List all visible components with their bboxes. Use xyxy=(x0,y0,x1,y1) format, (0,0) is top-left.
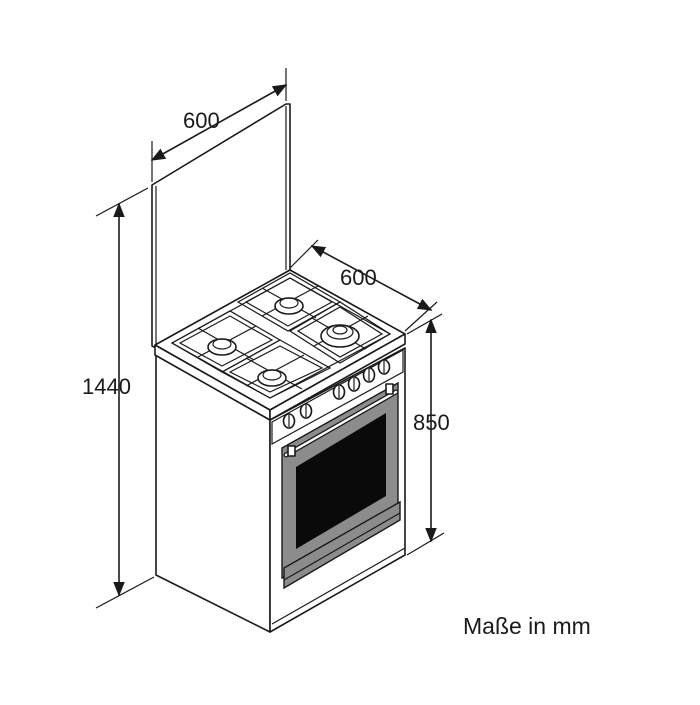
knob-icon xyxy=(299,403,313,419)
knob-icon xyxy=(362,367,376,383)
knobs xyxy=(282,359,391,429)
door-handle xyxy=(283,383,399,458)
control-panel xyxy=(271,348,404,446)
dimension-label-lid-width: 600 xyxy=(183,108,220,133)
dimension-label-depth: 600 xyxy=(340,265,377,290)
oven-window xyxy=(296,413,386,549)
knob-icon xyxy=(347,376,361,392)
knob-icon xyxy=(377,359,391,375)
dimension-label-total-height: 1440 xyxy=(82,374,131,399)
dimension-lid-width: 600 xyxy=(150,68,288,182)
knob-icon xyxy=(332,384,346,400)
oven-door xyxy=(281,381,401,590)
burner-back-right xyxy=(320,324,360,348)
storage-drawer xyxy=(283,500,401,590)
burner-front-left xyxy=(207,338,237,356)
dimension-total-height: 1440 xyxy=(82,187,155,609)
burner-front-right xyxy=(257,369,287,387)
knob-icon xyxy=(282,413,296,429)
burner-back-left xyxy=(274,297,304,315)
dimension-depth: 600 xyxy=(289,239,438,332)
dimension-body-height: 850 xyxy=(406,313,450,556)
burners xyxy=(207,297,360,387)
dimension-label-body-height: 850 xyxy=(413,410,450,435)
caption-units: Maße in mm xyxy=(463,613,591,639)
